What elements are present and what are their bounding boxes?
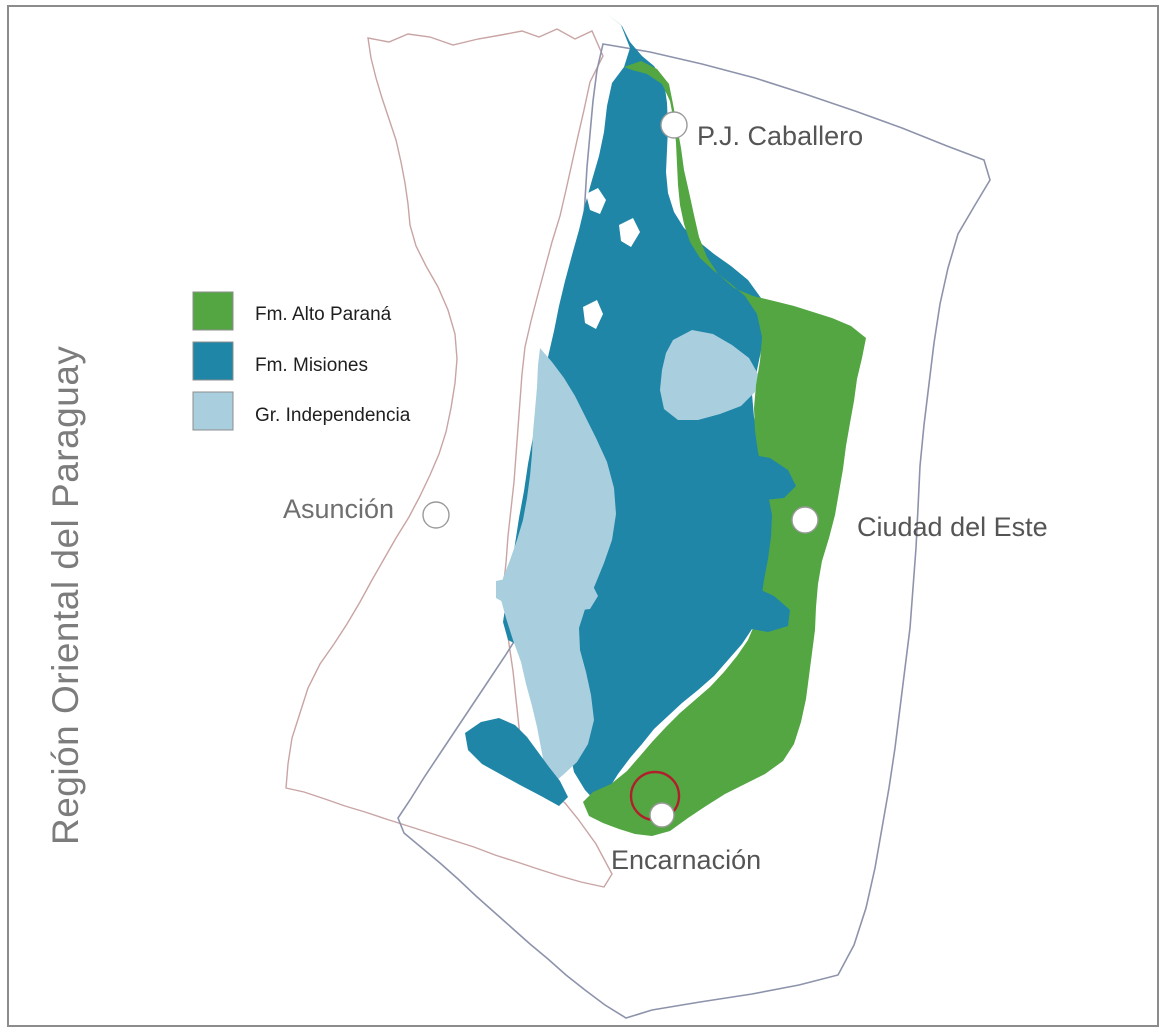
city-label-encarnacion: Encarnación bbox=[611, 845, 761, 875]
misiones-eastern-tongue-a bbox=[610, 564, 700, 616]
misiones-eastern-tongue-b bbox=[710, 580, 790, 632]
city-marker-asuncion[interactable] bbox=[422, 501, 450, 529]
independencia-group-area bbox=[500, 348, 616, 785]
independencia-western-tongue bbox=[496, 576, 598, 612]
city-markers bbox=[422, 111, 819, 828]
city-label-asuncion: Asunción bbox=[283, 494, 394, 524]
west-department-boundary bbox=[285, 28, 613, 888]
misiones-eastern-tongue-d bbox=[700, 512, 760, 548]
independencia-central-patch bbox=[660, 330, 758, 420]
legend-swatch-misiones bbox=[192, 341, 234, 381]
legend-swatch-alto-parana bbox=[192, 291, 234, 331]
city-label-caballero: P.J. Caballero bbox=[697, 121, 863, 151]
legend-label-alto-parana: Fm. Alto Paraná bbox=[255, 304, 392, 325]
city-labels: P.J. Caballero Asunción Ciudad del Este … bbox=[283, 121, 1048, 875]
misiones-southwest-outlier bbox=[465, 718, 568, 806]
city-marker-ciudad-este[interactable] bbox=[791, 506, 819, 534]
geologic-units bbox=[465, 14, 866, 836]
central-white-inlier bbox=[583, 300, 603, 329]
legend-label-misiones: Fm. Misiones bbox=[255, 355, 368, 376]
city-marker-encarnacion[interactable] bbox=[649, 802, 675, 828]
city-marker-caballero[interactable] bbox=[660, 111, 688, 139]
misiones-eastern-tongue-c bbox=[729, 454, 796, 500]
region-vertical-title: Región Oriental del Paraguay bbox=[45, 346, 86, 845]
legend: Fm. Alto Paraná Fm. Misiones Gr. Indepen… bbox=[192, 291, 411, 431]
alto-parana-formation-area bbox=[583, 61, 866, 836]
map-frame bbox=[7, 5, 1159, 1027]
legend-swatch-independencia bbox=[192, 391, 234, 431]
legend-label-independencia: Gr. Independencia bbox=[255, 405, 411, 426]
northern-white-inlier bbox=[586, 188, 606, 214]
city-label-ciudad-este: Ciudad del Este bbox=[857, 512, 1048, 542]
southern-white-inlier bbox=[619, 218, 640, 247]
